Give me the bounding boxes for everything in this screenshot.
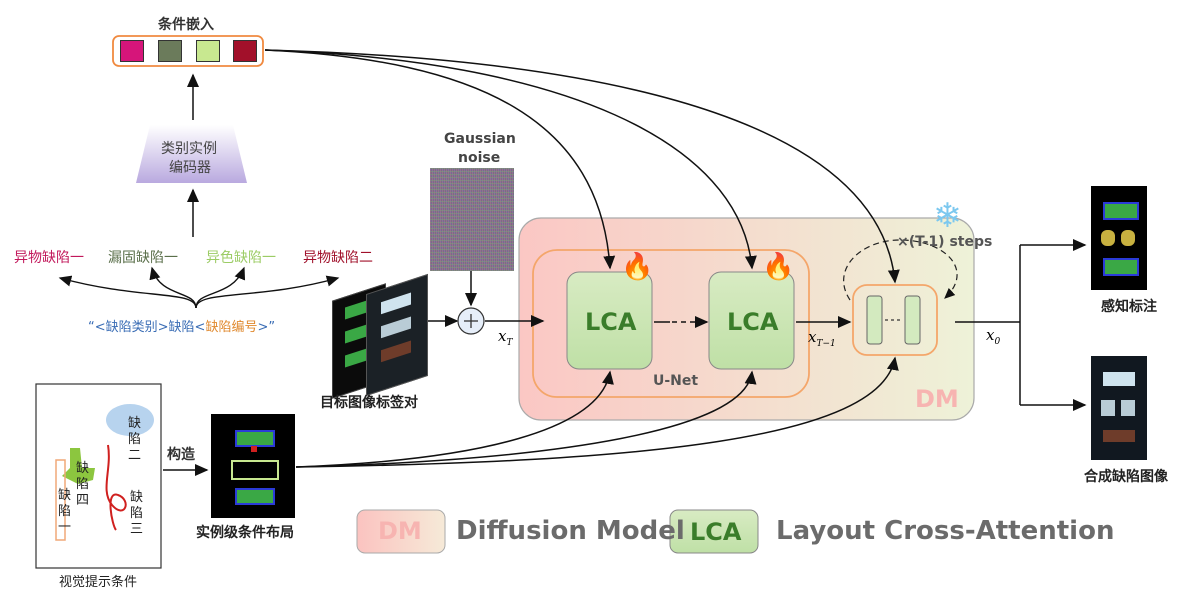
- x-0-var: x: [986, 326, 995, 344]
- lca-label-1: LCA: [585, 308, 637, 336]
- defect-label-1: 异物缺陷一: [14, 250, 84, 266]
- x-T-var: x: [498, 327, 507, 345]
- defect1-char: 陷: [58, 504, 72, 519]
- template-number: 缺陷编号: [205, 320, 258, 335]
- defect2-char: 缺: [128, 416, 142, 431]
- perception-annotation-image: [1091, 186, 1147, 290]
- defect4-char: 四: [76, 493, 90, 508]
- x-T1-label: xT−1: [808, 328, 836, 349]
- defect1-text: 缺陷一: [58, 488, 72, 536]
- noise-label-2: noise: [458, 150, 501, 166]
- defect3-text: 缺陷三: [130, 490, 144, 538]
- dm-label: DM: [915, 385, 959, 413]
- target-pair-label: 目标图像标签对: [320, 395, 418, 411]
- x-T1-var: x: [808, 328, 817, 346]
- defect2-char: 二: [128, 448, 142, 463]
- template-category: 缺陷类别: [105, 320, 158, 335]
- embed-cell-3: [196, 40, 220, 62]
- lca-label-2: LCA: [727, 308, 779, 336]
- defect-label-4: 异物缺陷二: [303, 250, 373, 266]
- x-0-sub: 0: [994, 337, 1001, 347]
- defect2-text: 缺陷二: [128, 416, 142, 464]
- lca-box-1: [566, 271, 653, 370]
- legend-lca-box-label: LCA: [690, 518, 742, 546]
- defect3-char: 三: [130, 522, 144, 537]
- template-middle: >缺陷<: [157, 320, 206, 335]
- unet-label: U-Net: [653, 373, 699, 389]
- layout-label: 实例级条件布局: [196, 525, 294, 541]
- defect4-text: 缺陷四: [76, 461, 90, 509]
- x-T1-sub: T−1: [816, 339, 836, 349]
- x-0-label: x0: [986, 326, 1000, 347]
- encoder-shape: [136, 125, 247, 183]
- encoder-label-1: 类别实例: [161, 141, 217, 157]
- embed-cell-1: [120, 40, 144, 62]
- visual-prompt-caption: 视觉提示条件: [59, 575, 138, 590]
- synthetic-defect-image: [1091, 356, 1147, 460]
- legend-lca-text: Layout Cross-Attention: [776, 516, 1115, 546]
- defect4-char: 陷: [76, 477, 90, 492]
- defect-label-3: 异色缺陷一: [206, 250, 276, 266]
- x-T-label: xT: [498, 327, 512, 348]
- steps-label: ×(T-1) steps: [897, 234, 993, 250]
- defect2-char: 陷: [128, 432, 142, 447]
- defect3-char: 缺: [130, 490, 144, 505]
- legend-lca-box: [669, 509, 759, 554]
- small-unet-box: [852, 284, 938, 356]
- defect1-char: 缺: [58, 488, 72, 503]
- condition-embedding-title: 条件嵌入: [158, 17, 214, 33]
- construct-label: 构造: [167, 447, 195, 463]
- encoder-label-2: 编码器: [169, 160, 211, 176]
- legend-dm-text: Diffusion Model: [456, 516, 685, 546]
- template-open: “<: [88, 320, 106, 335]
- synthetic-label: 合成缺陷图像: [1084, 469, 1168, 485]
- defect1-char: 一: [58, 520, 72, 535]
- defect3-char: 陷: [130, 506, 144, 521]
- defect-label-2: 漏固缺陷一: [108, 250, 178, 266]
- template-close: >”: [257, 320, 276, 335]
- small-lca-1: [866, 295, 883, 345]
- instance-layout-image: [211, 414, 295, 518]
- condition-embedding-box: [112, 35, 264, 67]
- legend-dm-box-label: DM: [378, 517, 422, 545]
- x-T-sub: T: [506, 338, 513, 348]
- target-image: [366, 273, 428, 397]
- fire-icon: 🔥: [762, 252, 795, 282]
- embed-cell-4: [233, 40, 257, 62]
- condition-embedding-cells: [120, 40, 260, 62]
- noise-label-1: Gaussian: [444, 131, 516, 147]
- fire-icon: 🔥: [621, 252, 654, 282]
- small-lca-2: [904, 295, 921, 345]
- embed-cell-2: [158, 40, 182, 62]
- lca-box-2: [708, 271, 795, 370]
- perception-label: 感知标注: [1101, 299, 1157, 315]
- snowflake-icon: ❄: [933, 196, 962, 236]
- legend-dm-box: [356, 509, 446, 554]
- template-string: “<缺陷类别>缺陷<缺陷编号>”: [88, 316, 275, 335]
- gaussian-noise-image: [430, 168, 514, 271]
- defect4-char: 缺: [76, 461, 90, 476]
